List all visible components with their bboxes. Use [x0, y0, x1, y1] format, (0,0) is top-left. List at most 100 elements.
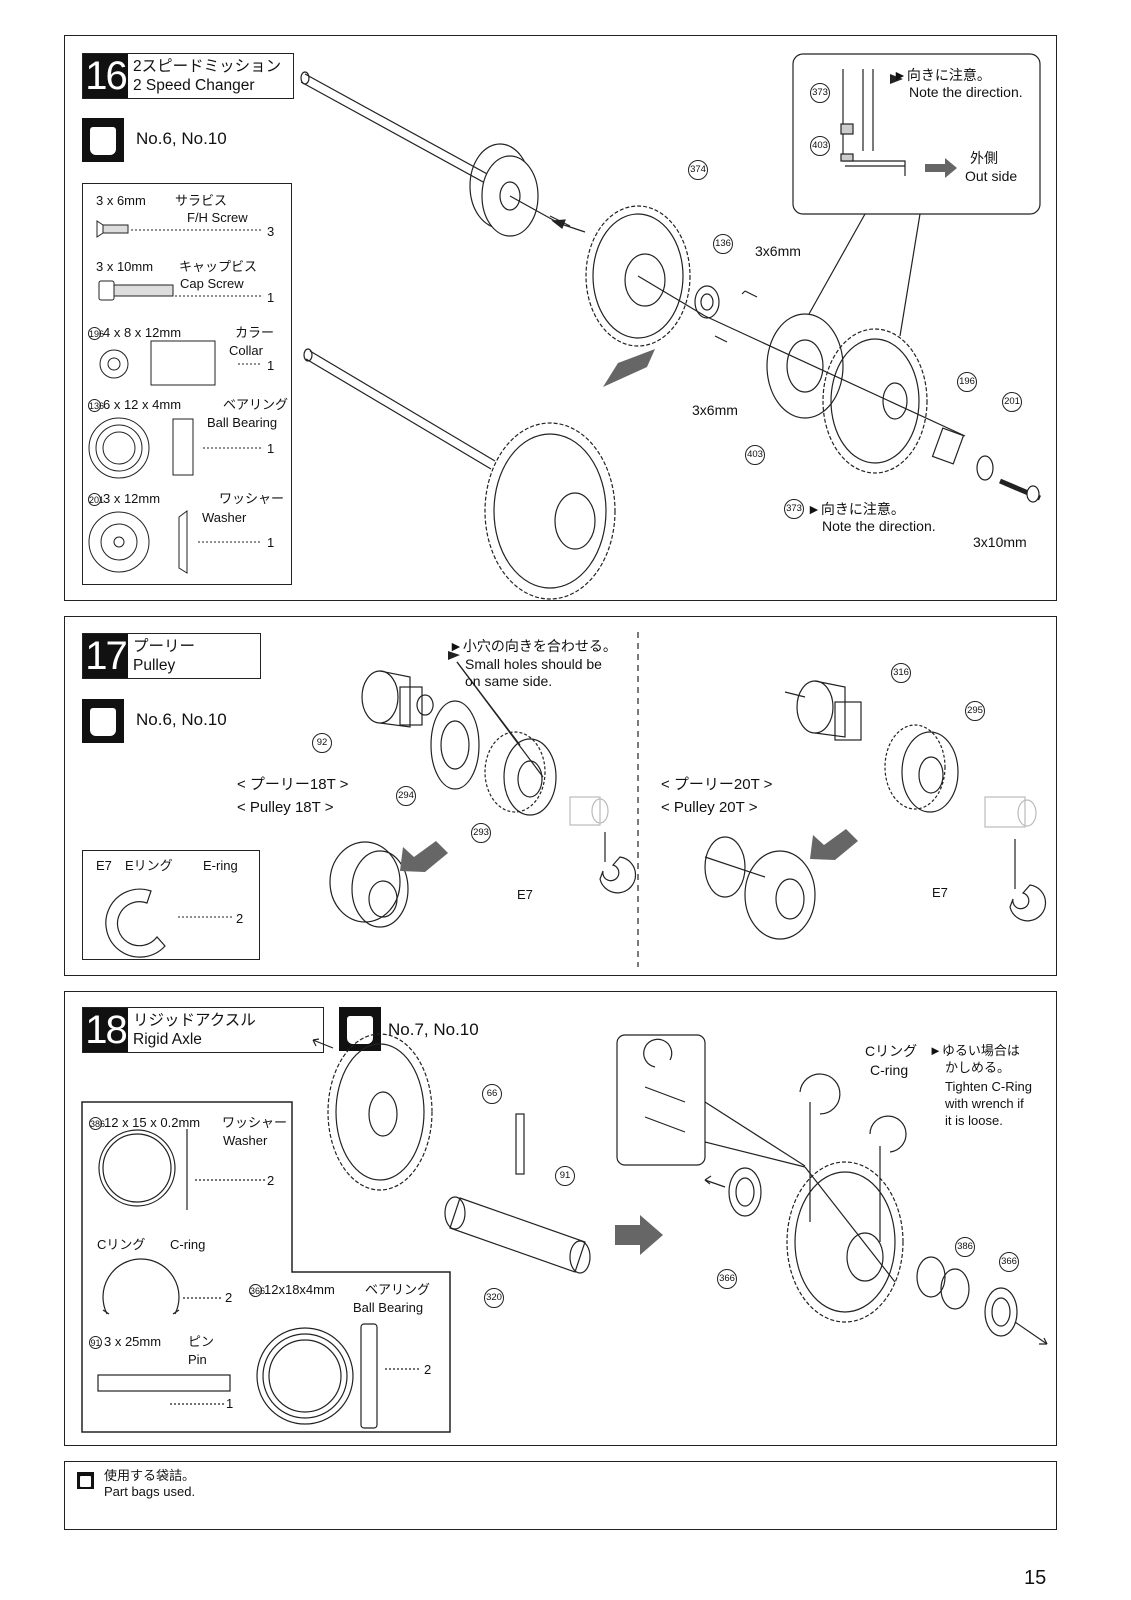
holes-note-ja: ►小穴の向きを合わせる。 [449, 638, 617, 654]
callout-293: 293 [471, 823, 491, 843]
holes-note-en-1: Small holes should be [465, 656, 602, 672]
part-qty: 1 [267, 358, 275, 373]
callout-92: 92 [312, 733, 332, 753]
step-18-assembly-diagram [312, 1033, 1048, 1345]
part-name-ja: ベアリング [223, 397, 289, 412]
part-name-en: Ball Bearing [353, 1300, 424, 1315]
part-qty: 1 [267, 290, 275, 305]
part-number: 196 [88, 327, 105, 341]
part-qty: 2 [267, 1173, 275, 1188]
tighten-note-ja-1: ►ゆるい場合は [929, 1043, 1020, 1058]
part-name-en: F/H Screw [187, 210, 248, 225]
callout-366: 366 [717, 1269, 737, 1289]
step-title-ja: プーリー [133, 638, 196, 655]
part-name-en: Collar [229, 343, 263, 358]
bag-legend-icon [77, 1472, 94, 1489]
part-qty: 2 [424, 1362, 432, 1377]
callout-201: 201 [1002, 392, 1022, 412]
part-number: 386 [89, 1117, 106, 1131]
part-qty: 1 [267, 441, 275, 456]
part-qty: 3 [267, 224, 275, 239]
tighten-note-en-3: it is loose. [945, 1113, 1003, 1128]
part-number: 91 [89, 1336, 102, 1350]
part-name-en: C-ring [170, 1237, 206, 1252]
part-size: 3 x 12mm [103, 491, 161, 506]
callout-66: 66 [482, 1084, 502, 1104]
inset-callout-373: 373 [810, 83, 830, 103]
step-number: 16 [83, 54, 128, 98]
page-number: 15 [1024, 1567, 1047, 1589]
part-size: 12 x 15 x 0.2mm [104, 1115, 201, 1130]
inset-out-en: Out side [965, 168, 1018, 184]
part-size: 3 x 10mm [96, 259, 154, 274]
bag-legend-panel: 使用する袋詰。 Part bags used. [64, 1461, 1057, 1530]
screw-label: 3x6mm [692, 402, 738, 418]
part-bag-icon [82, 699, 124, 743]
pulley-20t-en: < Pulley 20T > [661, 799, 758, 816]
inset-note-en: Note the direction. [909, 84, 1023, 100]
part-qty: 2 [236, 911, 244, 926]
part-name-en: Washer [202, 510, 247, 525]
screw-label: 3x6mm [755, 243, 801, 259]
bag-legend-en: Part bags used. [104, 1484, 196, 1499]
part-name-ja: ピン [188, 1334, 215, 1349]
direction-note-ja: ►向きに注意。 [807, 501, 905, 517]
part-qty: 1 [226, 1396, 234, 1411]
direction-note-en: Note the direction. [822, 518, 936, 534]
callout-386: 386 [955, 1237, 975, 1257]
part-name-en: Washer [223, 1133, 268, 1148]
part-number: 366 [249, 1284, 266, 1298]
inset-out-ja: 外側 [970, 150, 998, 166]
tighten-note-en-2: with wrench if [945, 1096, 1024, 1111]
step-number: 17 [83, 634, 128, 678]
screw-label: 3x10mm [973, 534, 1027, 550]
part-name-ja: サラビス [175, 193, 228, 208]
bag-numbers: No.6, No.10 [136, 129, 227, 148]
part-size: 3 x 6mm [96, 193, 146, 208]
part-qty: 2 [225, 1290, 233, 1305]
parts-list: 3 x 6mm サラビス F/H Screw 3 3 x 10mm キャップビス… [82, 183, 292, 585]
part-size: 4 x 8 x 12mm [103, 325, 182, 340]
step-18-title: 18 リジッドアクスル Rigid Axle [82, 1007, 324, 1053]
holes-note-en-2: on same side. [465, 673, 553, 689]
part-name-ja: ワッシャー [219, 491, 285, 506]
part-name-ja: Cリング [97, 1237, 146, 1252]
callout-295: 295 [965, 701, 985, 721]
e-ring-drawing [105, 888, 233, 958]
e7-label: E7 [932, 885, 948, 900]
part-name-ja: Eリング [125, 858, 173, 873]
callout-403: 403 [745, 445, 765, 465]
part-qty: 1 [267, 535, 275, 550]
callout-294: 294 [396, 786, 416, 806]
part-name-en: Cap Screw [180, 276, 244, 291]
step-17-title: 17 プーリー Pulley [82, 633, 261, 679]
step-16-title: 16 2スピードミッション 2 Speed Changer [82, 53, 294, 99]
parts-list-drawings [88, 220, 261, 574]
callout-374: 374 [688, 160, 708, 180]
step-title-ja: 2スピードミッション [133, 58, 282, 75]
part-number: 201 [88, 493, 105, 507]
callout-136: 136 [713, 234, 733, 254]
callout-366: 366 [999, 1252, 1019, 1272]
step-16-assembly-diagram [300, 53, 1041, 600]
pulley-18t-en: < Pulley 18T > [237, 799, 334, 816]
inset-callout-403: 403 [810, 136, 830, 156]
part-bag-icon [82, 118, 124, 162]
part-name-ja: カラー [235, 325, 275, 340]
part-size: 12x18x4mm [264, 1282, 335, 1297]
step-17-assembly-diagram [329, 632, 1047, 967]
part-name-en: Ball Bearing [207, 415, 278, 430]
bag-numbers: No.6, No.10 [136, 710, 227, 729]
bag-numbers: No.7, No.10 [388, 1020, 479, 1039]
step-16-panel: 16 2スピードミッション 2 Speed Changer No.6, No.1… [64, 35, 1057, 601]
step-title-en: Pulley [133, 657, 176, 674]
step-title-ja: リジッドアクスル [133, 1012, 256, 1029]
step-number: 18 [83, 1008, 128, 1052]
callout-91: 91 [555, 1166, 575, 1186]
callout-320: 320 [484, 1288, 504, 1308]
tighten-note-en-1: Tighten C-Ring [945, 1079, 1032, 1094]
part-name-en: Pin [188, 1352, 207, 1367]
step-title-en: 2 Speed Changer [133, 77, 255, 94]
e7-label: E7 [517, 887, 533, 902]
step-17-panel: 17 プーリー Pulley No.6, No.10 E7 Eリング E-rin… [64, 616, 1057, 976]
